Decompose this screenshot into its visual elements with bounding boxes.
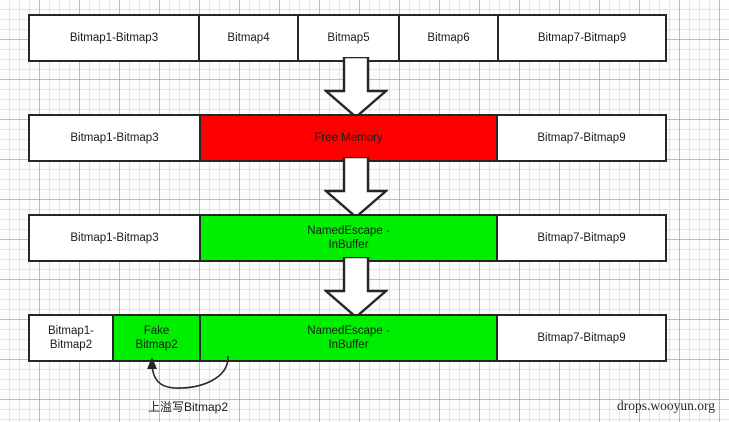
row-after-alloc: Bitmap1-Bitmap3 NamedEscape - InBuffer B…: [28, 214, 667, 262]
cell-bitmap6: Bitmap6: [400, 16, 499, 60]
cell-bitmap1-bitmap3: Bitmap1-Bitmap3: [30, 116, 201, 160]
cell-bitmap7-bitmap9: Bitmap7-Bitmap9: [498, 316, 665, 360]
cell-bitmap4: Bitmap4: [200, 16, 299, 60]
cell-bitmap1-bitmap3: Bitmap1-Bitmap3: [30, 16, 200, 60]
overflow-curved-arrow: [130, 356, 250, 398]
cell-bitmap5: Bitmap5: [299, 16, 400, 60]
row-after-free: Bitmap1-Bitmap3 Free Memory Bitmap7-Bitm…: [28, 114, 667, 162]
cell-bitmap7-bitmap9: Bitmap7-Bitmap9: [498, 216, 665, 260]
cell-bitmap1-bitmap3: Bitmap1-Bitmap3: [30, 216, 201, 260]
cell-fake-bitmap2: Fake Bitmap2: [114, 316, 201, 360]
cell-bitmap7-bitmap9: Bitmap7-Bitmap9: [499, 16, 665, 60]
cell-bitmap1-bitmap2: Bitmap1- Bitmap2: [30, 316, 114, 360]
cell-bitmap7-bitmap9: Bitmap7-Bitmap9: [498, 116, 665, 160]
overflow-annotation-label: 上溢写Bitmap2: [148, 400, 229, 414]
cell-namedescape-inbuffer: NamedEscape - InBuffer: [201, 316, 498, 360]
row-initial-layout: Bitmap1-Bitmap3 Bitmap4 Bitmap5 Bitmap6 …: [28, 14, 667, 62]
arrow-step-2: [324, 157, 388, 219]
row-after-overflow: Bitmap1- Bitmap2 Fake Bitmap2 NamedEscap…: [28, 314, 667, 362]
watermark: drops.wooyun.org: [616, 398, 715, 413]
cell-namedescape-inbuffer: NamedEscape - InBuffer: [201, 216, 498, 260]
arrow-step-1: [324, 57, 388, 119]
arrow-step-3: [324, 257, 388, 319]
cell-free-memory: Free Memory: [201, 116, 498, 160]
